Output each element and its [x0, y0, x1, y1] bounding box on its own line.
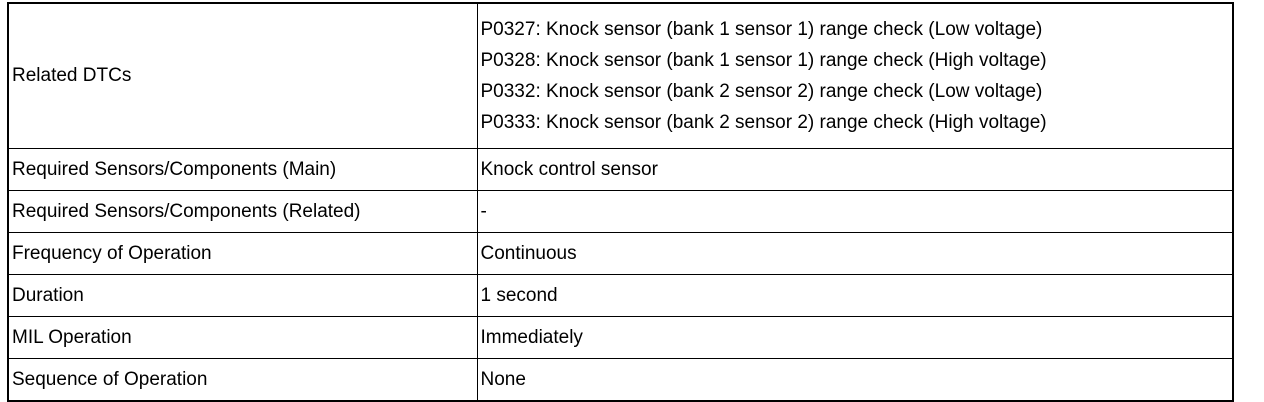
table-row-mil-operation: MIL Operation Immediately — [7, 316, 1234, 359]
table-row-related-dtcs: Related DTCs P0327: Knock sensor (bank 1… — [7, 2, 1234, 149]
row-label: Related DTCs — [7, 2, 478, 149]
row-value: Knock control sensor — [476, 148, 1234, 191]
specification-table: Related DTCs P0327: Knock sensor (bank 1… — [7, 2, 1234, 402]
row-value: Immediately — [476, 316, 1234, 359]
dtc-item: P0327: Knock sensor (bank 1 sensor 1) ra… — [480, 19, 1043, 40]
row-value: - — [476, 190, 1234, 233]
table-row-related-components: Required Sensors/Components (Related) - — [7, 190, 1234, 233]
dtc-item: P0332: Knock sensor (bank 2 sensor 2) ra… — [480, 81, 1043, 102]
row-value: None — [476, 358, 1234, 402]
row-label: Sequence of Operation — [7, 358, 478, 402]
dtc-list: P0327: Knock sensor (bank 1 sensor 1) ra… — [476, 2, 1234, 149]
row-label: Frequency of Operation — [7, 232, 478, 275]
table-row-duration: Duration 1 second — [7, 274, 1234, 317]
row-value: 1 second — [476, 274, 1234, 317]
row-label: Required Sensors/Components (Related) — [7, 190, 478, 233]
table-row-main-components: Required Sensors/Components (Main) Knock… — [7, 148, 1234, 191]
row-label: Duration — [7, 274, 478, 317]
dtc-item: P0333: Knock sensor (bank 2 sensor 2) ra… — [480, 112, 1047, 133]
row-value: Continuous — [476, 232, 1234, 275]
table-row-sequence: Sequence of Operation None — [7, 358, 1234, 402]
row-label: Required Sensors/Components (Main) — [7, 148, 478, 191]
dtc-item: P0328: Knock sensor (bank 1 sensor 1) ra… — [480, 50, 1047, 71]
table-row-frequency: Frequency of Operation Continuous — [7, 232, 1234, 275]
row-label: MIL Operation — [7, 316, 478, 359]
